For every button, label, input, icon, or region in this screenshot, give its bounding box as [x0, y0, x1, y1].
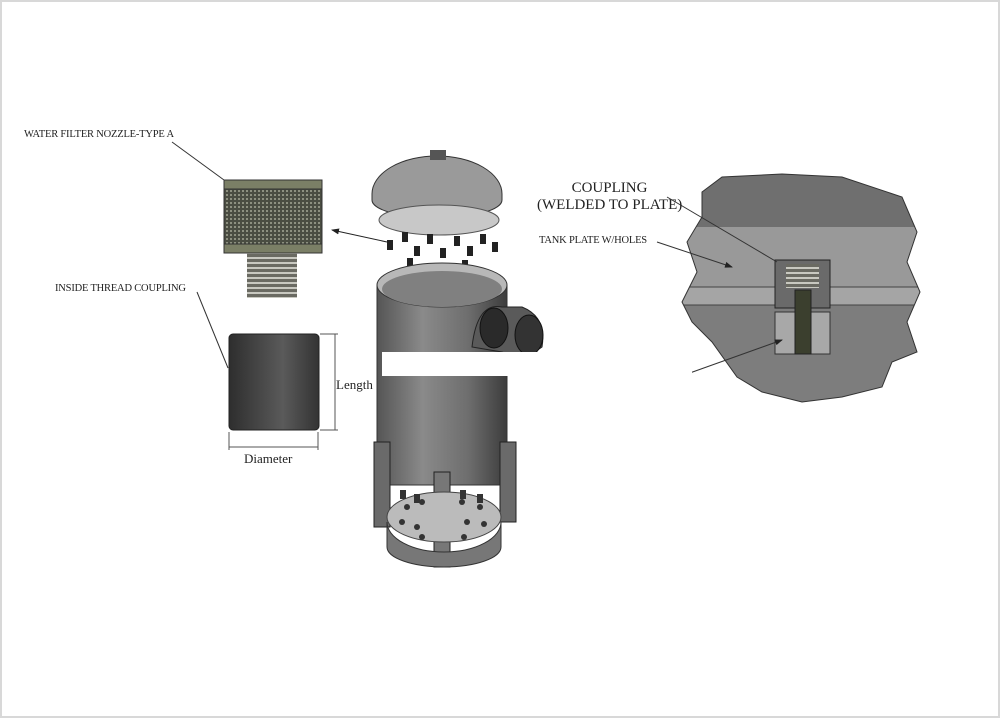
label-diameter: Diameter [244, 451, 293, 466]
inside-thread-coupling [228, 333, 320, 431]
filter-nozzle [223, 179, 323, 298]
detail-leader [686, 339, 783, 375]
nozzle-array-bottom [399, 490, 487, 540]
coupling-welded-leader [666, 196, 778, 263]
filter-tank [331, 150, 544, 568]
label-coupling: COUPLING [571, 180, 648, 196]
mask-strip [382, 352, 692, 376]
dimension-lines [228, 333, 338, 450]
label-length: Length [336, 377, 373, 392]
coupling-leader [196, 291, 229, 369]
label-inside-thread-coupling: INSIDE THREAD COUPLING [55, 283, 186, 294]
label-welded-to-plate: (WELDED TO PLATE) [537, 197, 683, 213]
label-coupling-welded: COUPLING (WELDED TO PLATE) [537, 180, 682, 214]
tank-plate-leader [656, 241, 733, 268]
nozzle-leader [171, 141, 225, 181]
label-tank-plate: TANK PLATE W/HOLES [539, 235, 647, 246]
detail-section [681, 173, 921, 403]
label-nozzle: WATER FILTER NOZZLE-TYPE A [24, 129, 174, 140]
